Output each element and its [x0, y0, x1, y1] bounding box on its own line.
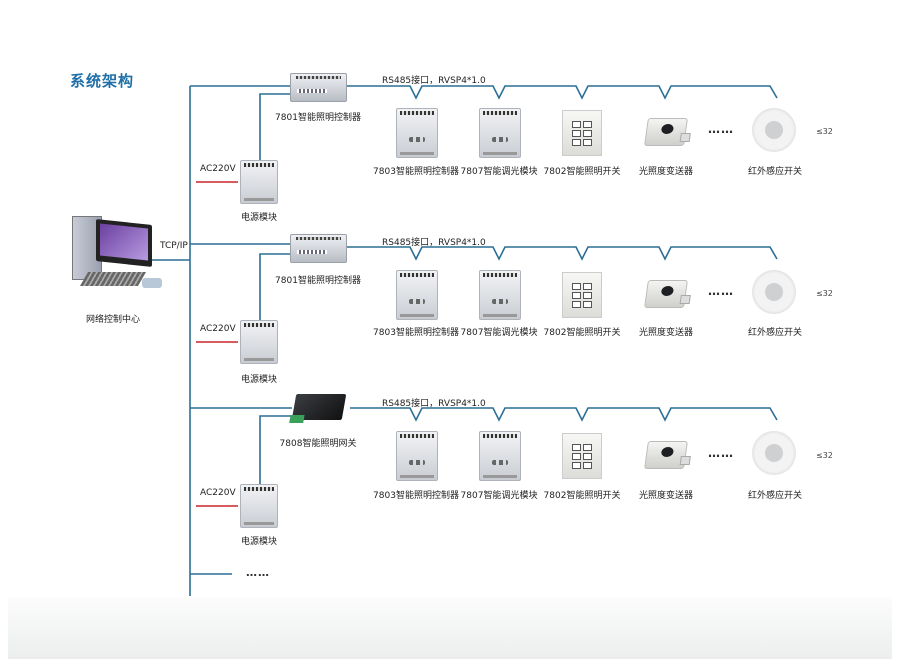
device-7807 [479, 431, 521, 481]
more-branches-ellipsis: …… [246, 566, 270, 579]
branch-1-count: ≤32 [816, 127, 833, 136]
power-feed-2 [259, 253, 290, 320]
device-7807 [479, 270, 521, 320]
branch-3-count: ≤32 [816, 451, 833, 460]
device-7802-panel [562, 272, 602, 318]
branch-1-ac-label: AC220V [200, 164, 236, 174]
branch-2-bus-label: RS485接口，RVSP4*1.0 [382, 238, 486, 248]
power-feed-1 [259, 93, 290, 160]
branch-1-device-label: 红外感应开关 [747, 167, 803, 177]
branch-2-device-label: 7802智能照明开关 [543, 328, 621, 338]
lux-sensor-device [644, 118, 691, 146]
branch-1-device-label: 7807智能调光模块 [460, 167, 538, 177]
branch-3-ellipsis: …… [708, 446, 734, 460]
power-feed-3 [259, 415, 292, 484]
branch-2-power-label: 电源模块 [240, 375, 278, 385]
branch-2-controller-label: 7801智能照明控制器 [275, 276, 361, 286]
branch-2-ac-label: AC220V [200, 324, 236, 334]
branch-3-controller-label: 7808智能照明网关 [279, 439, 357, 449]
branch-2-device-label: 红外感应开关 [747, 328, 803, 338]
gateway-7808-device [289, 394, 347, 423]
branch-3-device-label: 光照度变送器 [638, 491, 694, 501]
branch-3-ac-label: AC220V [200, 488, 236, 498]
branch-2-device-label: 光照度变送器 [638, 328, 694, 338]
branch-3-device-label: 7802智能照明开关 [543, 491, 621, 501]
power-module-device [240, 320, 278, 364]
device-7807 [479, 108, 521, 158]
branch-2-count: ≤32 [816, 289, 833, 298]
branch-1-controller-label: 7801智能照明控制器 [275, 113, 361, 123]
footer-bar [8, 597, 892, 659]
rs485-bus-3 [350, 407, 778, 422]
branch-3-device-label: 红外感应开关 [747, 491, 803, 501]
device-7803 [396, 431, 438, 481]
computer-icon [70, 212, 165, 307]
branch-1-bus-label: RS485接口，RVSP4*1.0 [382, 76, 486, 86]
device-7802-panel [562, 110, 602, 156]
lux-sensor-device [644, 441, 691, 469]
power-module-device [240, 484, 278, 528]
lux-sensor-device [644, 280, 691, 308]
tcpip-label: TCP/IP [160, 241, 188, 251]
branch-3-device-label: 7803智能照明控制器 [373, 491, 459, 501]
device-7802-panel [562, 433, 602, 479]
pir-sensor-device [752, 431, 796, 475]
controller-7801-device [290, 234, 347, 263]
branch-1-device-label: 光照度变送器 [638, 167, 694, 177]
branch-3-device-label: 7807智能调光模块 [460, 491, 538, 501]
device-7803 [396, 270, 438, 320]
diagram-title: 系统架构 [70, 72, 135, 90]
branch-2-device-label: 7807智能调光模块 [460, 328, 538, 338]
branch-1-power-label: 电源模块 [240, 213, 278, 223]
rs485-bus-1 [345, 85, 778, 100]
pc-keyboard [79, 272, 147, 286]
pc-monitor [96, 219, 152, 267]
pir-sensor-device [752, 108, 796, 152]
branch-3-power-label: 电源模块 [240, 537, 278, 547]
branch-1-device-label: 7803智能照明控制器 [373, 167, 459, 177]
power-module-device [240, 160, 278, 204]
branch-2-ellipsis: …… [708, 284, 734, 298]
pir-sensor-device [752, 270, 796, 314]
branch-1-device-label: 7802智能照明开关 [543, 167, 621, 177]
branch-3-bus-label: RS485接口，RVSP4*1.0 [382, 399, 486, 409]
network-center-label: 网络控制中心 [85, 315, 141, 325]
rs485-bus-2 [345, 246, 778, 261]
branch-2-device-label: 7803智能照明控制器 [373, 328, 459, 338]
pc-mousepad [142, 278, 162, 288]
branch-1-ellipsis: …… [708, 122, 734, 136]
controller-7801-device [290, 73, 347, 102]
device-7803 [396, 108, 438, 158]
